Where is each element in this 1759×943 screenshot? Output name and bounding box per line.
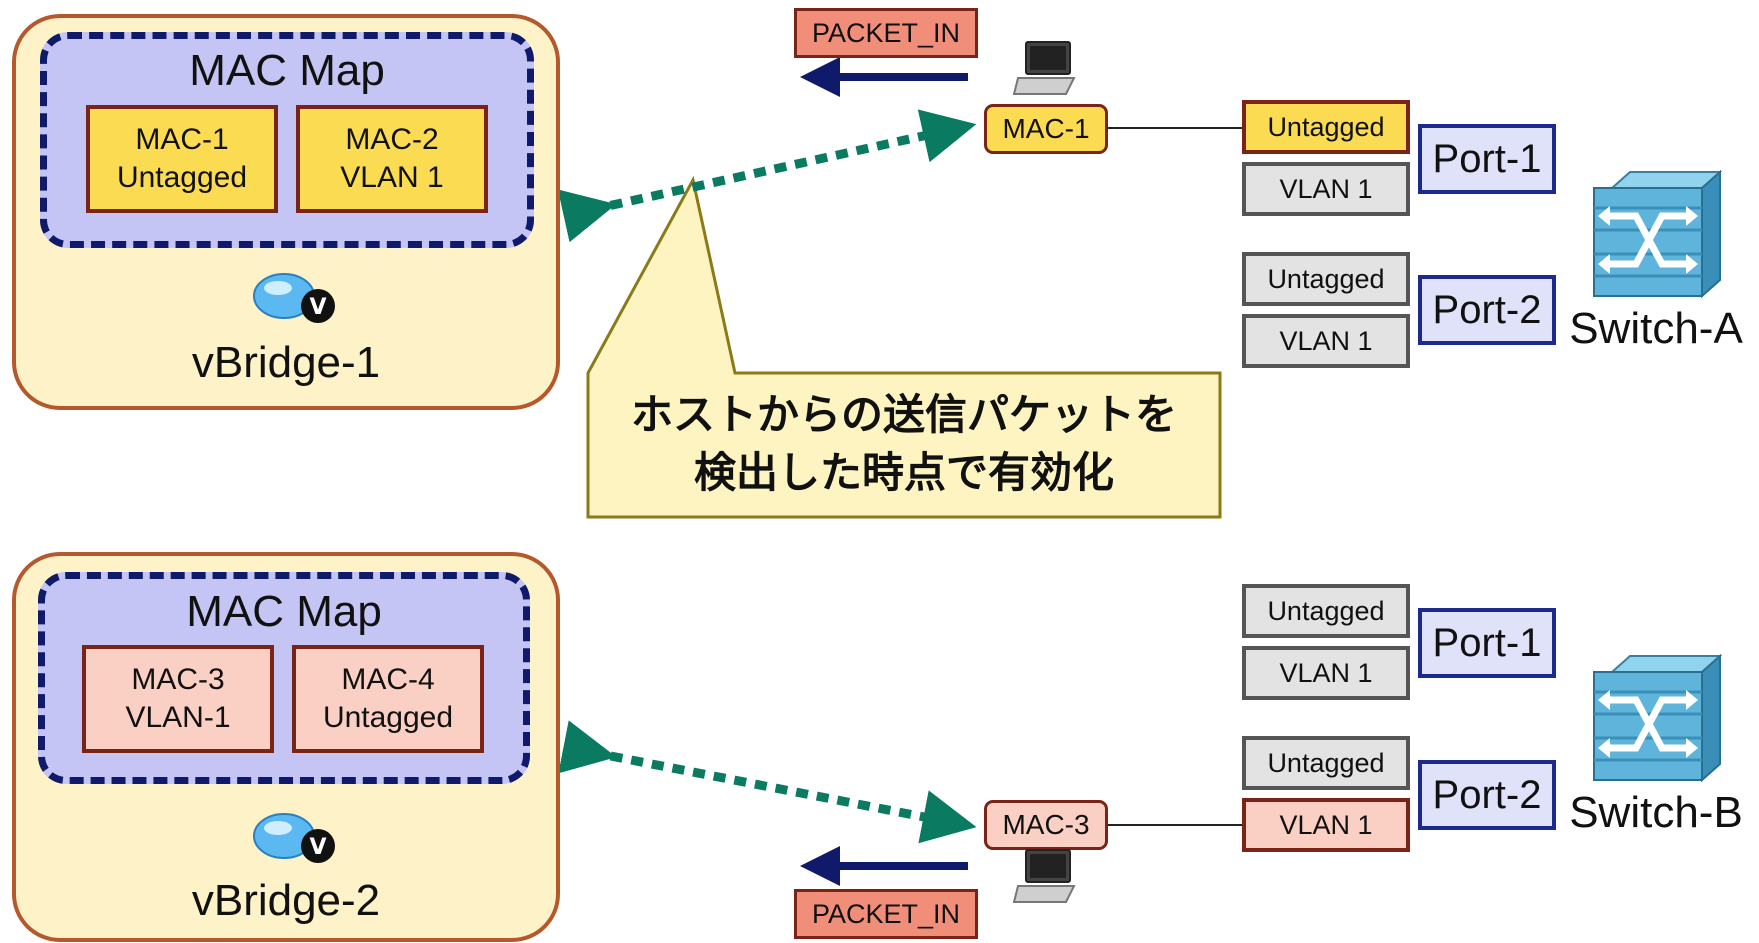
- vbridge-name: vBridge-1: [191, 338, 381, 387]
- entry-mac: MAC-4: [341, 663, 435, 696]
- port-tag-untagged[interactable]: Untagged: [1242, 584, 1410, 638]
- switch-name: Switch-B: [1569, 788, 1743, 837]
- entry-vlan: VLAN-1: [125, 701, 231, 734]
- port-tag-vlan[interactable]: VLAN 1: [1242, 162, 1410, 216]
- port-1[interactable]: Port-1: [1418, 124, 1556, 194]
- port-tag-vlan[interactable]: VLAN 1: [1242, 646, 1410, 700]
- callout-line-1: ホストからの送信パケットを: [630, 390, 1177, 439]
- port-tag-vlan[interactable]: VLAN 1: [1242, 314, 1410, 368]
- port-tag-untagged[interactable]: Untagged: [1242, 252, 1410, 306]
- port-1[interactable]: Port-1: [1418, 608, 1556, 678]
- svg-text:V: V: [309, 295, 326, 320]
- port-tag-untagged[interactable]: Untagged: [1242, 736, 1410, 790]
- mac-map-entry[interactable]: MAC-4 Untagged: [292, 645, 484, 753]
- host-mac-label[interactable]: MAC-3: [984, 800, 1108, 850]
- entry-vlan: VLAN 1: [340, 161, 444, 194]
- svg-text:V: V: [309, 835, 326, 860]
- vbridge-v-icon: V: [253, 813, 335, 863]
- switch-name: Switch-A: [1569, 304, 1743, 353]
- vbridge-name: vBridge-2: [191, 876, 381, 925]
- dotted-arrow-1: [557, 109, 977, 243]
- switch-icon: [1593, 653, 1722, 783]
- entry-vlan: Untagged: [116, 161, 248, 194]
- packet-in-label: PACKET_IN: [794, 8, 978, 58]
- packet-in-label: PACKET_IN: [794, 889, 978, 939]
- port-tag-vlan[interactable]: VLAN 1: [1242, 798, 1410, 852]
- laptop-icon: [1012, 41, 1076, 95]
- vbridge-v-icon: V: [253, 273, 335, 323]
- laptop-icon: [1012, 849, 1076, 903]
- port-tag-untagged[interactable]: Untagged: [1242, 100, 1410, 154]
- entry-mac: MAC-2: [345, 123, 439, 156]
- mac-map-entry[interactable]: MAC-2 VLAN 1: [296, 105, 488, 213]
- port-2[interactable]: Port-2: [1418, 760, 1556, 830]
- mac-map-entry[interactable]: MAC-1 Untagged: [86, 105, 278, 213]
- port-2[interactable]: Port-2: [1418, 275, 1556, 345]
- dotted-arrow-2: [558, 720, 977, 844]
- callout-line-2: 検出した時点で有効化: [693, 448, 1114, 497]
- mac-map-title: MAC Map: [186, 587, 382, 636]
- mac-map-title: MAC Map: [189, 46, 385, 95]
- entry-vlan: Untagged: [322, 701, 454, 734]
- entry-mac: MAC-3: [131, 663, 225, 696]
- mac-map-entry[interactable]: MAC-3 VLAN-1: [82, 645, 274, 753]
- host-mac-label[interactable]: MAC-1: [984, 104, 1108, 154]
- callout-text: ホストからの送信パケットを 検出した時点で有効化: [590, 386, 1218, 502]
- switch-icon: [1593, 169, 1722, 299]
- entry-mac: MAC-1: [135, 123, 229, 156]
